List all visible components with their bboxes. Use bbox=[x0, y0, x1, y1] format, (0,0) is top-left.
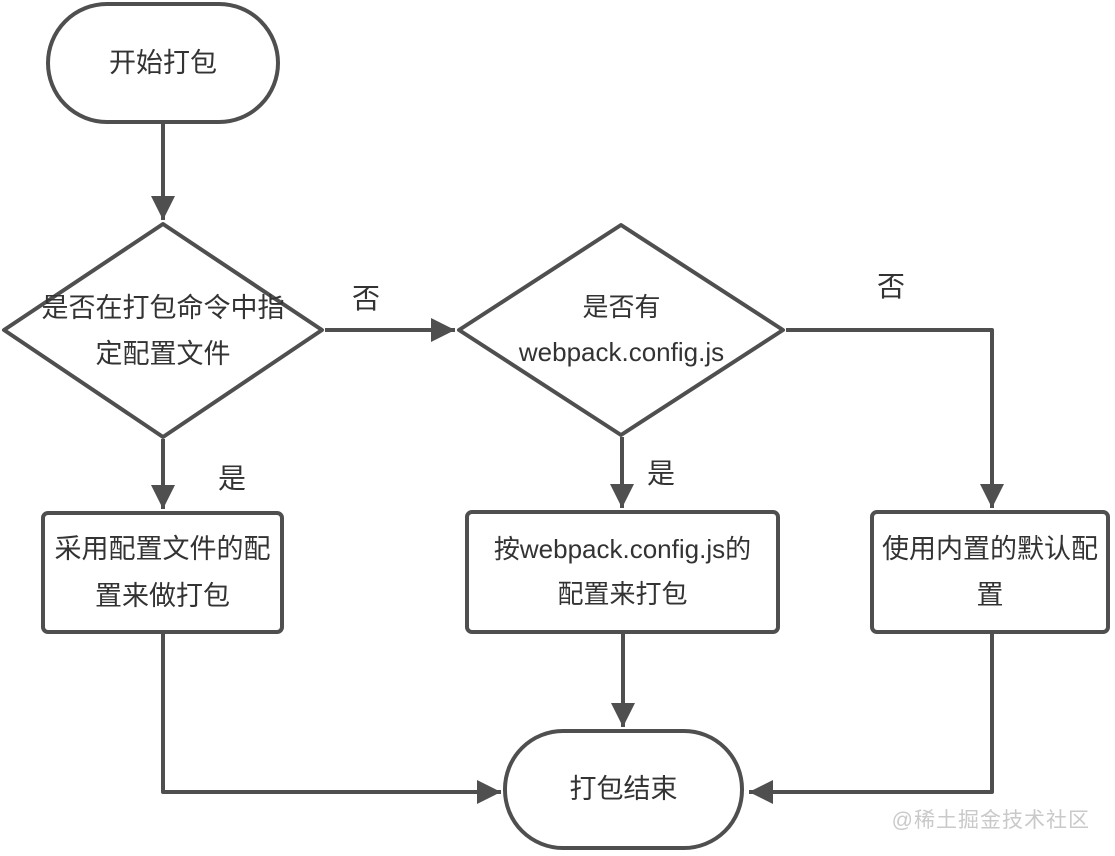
process2-rect-shape bbox=[465, 510, 780, 634]
process1-rect-shape bbox=[41, 511, 284, 634]
edge-process1-to-end bbox=[161, 634, 501, 804]
decision2-diamond-shape bbox=[457, 223, 785, 437]
end-terminator-shape bbox=[503, 729, 744, 850]
edge-decision2-no-to-process3 bbox=[786, 328, 1004, 508]
edge-process3-to-end bbox=[749, 634, 994, 804]
process3-rect-shape bbox=[870, 510, 1110, 634]
decision1-diamond-shape bbox=[2, 222, 324, 439]
start-terminator-shape bbox=[46, 2, 280, 124]
